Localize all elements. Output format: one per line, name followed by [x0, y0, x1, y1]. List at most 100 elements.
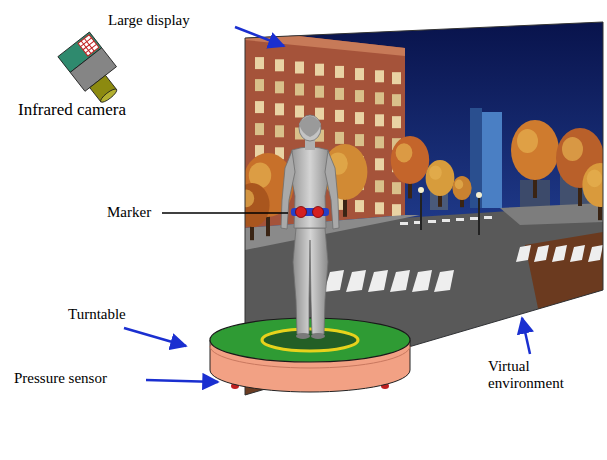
illustration-part — [124, 328, 186, 346]
illustration-part — [391, 136, 429, 184]
illustration-part — [210, 318, 410, 362]
illustration-part — [355, 68, 364, 80]
illustration-part — [534, 245, 549, 262]
ground-patch — [525, 232, 603, 318]
illustration-part — [456, 218, 464, 221]
illustration-part — [313, 207, 324, 218]
illustration-part — [255, 123, 264, 135]
illustration-part — [375, 180, 384, 192]
illustration-part — [255, 79, 264, 91]
illustration-part — [478, 195, 480, 235]
illustration-part — [375, 202, 384, 214]
illustration-part — [476, 192, 482, 198]
illustration-part — [396, 143, 413, 162]
illustration-part — [355, 112, 364, 124]
callout-label: Turntable — [68, 306, 126, 323]
illustration-part — [426, 160, 455, 196]
callout-label: Infrared camera — [18, 100, 126, 120]
illustration-part — [429, 165, 442, 179]
autumn-trees — [234, 120, 607, 240]
illustration-part — [275, 103, 284, 115]
marker-belt — [291, 207, 329, 218]
illustration-part — [281, 151, 295, 229]
illustration-part — [522, 318, 530, 354]
illustration-part — [455, 180, 463, 190]
illustration-part — [484, 216, 492, 219]
illustration-part — [239, 190, 254, 208]
illustration-part — [275, 125, 284, 137]
illustration-part — [392, 204, 401, 216]
building-cornice — [245, 30, 405, 56]
illustration-part — [262, 329, 358, 351]
illustration-part — [311, 333, 325, 339]
illustration-part — [325, 151, 339, 229]
illustration-part — [482, 112, 502, 208]
illustration-part — [293, 228, 328, 334]
illustration-part — [588, 245, 603, 262]
illustration-part — [442, 219, 450, 222]
illustration-part — [346, 270, 366, 292]
illustration-part — [235, 27, 284, 46]
crosswalk-stripes — [324, 216, 603, 292]
illustration-part — [355, 90, 364, 102]
callout-label: Large display — [108, 12, 190, 29]
illustration-part — [275, 81, 284, 93]
illustration-part — [420, 190, 422, 230]
illustration-part — [375, 136, 384, 148]
illustration-part — [392, 182, 401, 194]
illustration-part — [375, 158, 384, 170]
illustration-part — [375, 92, 384, 104]
illustration-part — [296, 207, 307, 218]
illustration-part — [390, 270, 410, 292]
illustration-part — [295, 84, 304, 96]
illustration-part — [556, 128, 604, 188]
illustration-part — [375, 70, 384, 82]
illustration-part — [275, 59, 284, 71]
illustration-part — [335, 66, 344, 78]
illustration-part — [295, 62, 304, 74]
illustration-part — [296, 333, 310, 339]
illustration-part — [587, 170, 602, 188]
callout-arrows — [124, 27, 530, 382]
illustration-part — [315, 86, 324, 98]
illustration-part — [335, 132, 344, 144]
turntable-drawing — [210, 318, 410, 392]
illustration-part — [511, 120, 559, 180]
illustration-part — [428, 220, 436, 223]
illustration-part — [470, 217, 478, 220]
callout-label: Marker — [107, 204, 151, 221]
illustration-part — [234, 183, 269, 227]
illustration-part — [335, 88, 344, 100]
illustration-part — [452, 176, 471, 200]
illustration-part — [412, 270, 432, 292]
illustration-part — [368, 270, 388, 292]
illustration-part — [562, 137, 583, 161]
virtual-scene — [234, 15, 607, 405]
illustration-part — [335, 110, 344, 122]
illustration-part — [299, 116, 321, 137]
user-figure — [281, 115, 339, 339]
illustration-part — [552, 245, 567, 262]
callout-label: Virtual environment — [488, 358, 584, 393]
illustration-part — [289, 147, 331, 228]
illustration-part — [434, 270, 454, 292]
illustration-part — [255, 57, 264, 69]
illustration-part — [299, 115, 321, 141]
distant-buildings — [430, 108, 600, 210]
illustration-part — [255, 101, 264, 113]
illustration-part — [295, 106, 304, 118]
illustration-part — [315, 64, 324, 76]
callout-label: Pressure sensor — [14, 370, 107, 387]
illustration-part — [355, 134, 364, 146]
illustration-part — [240, 15, 607, 405]
illustration-part — [392, 94, 401, 106]
illustration-part — [355, 200, 364, 212]
display-frame — [245, 22, 603, 395]
infrared-camera-icon — [58, 32, 130, 108]
sidewalk-right — [500, 203, 603, 225]
illustration-part — [392, 116, 401, 128]
illustration-part — [400, 222, 408, 225]
illustration-part — [570, 245, 585, 262]
illustration-part — [162, 212, 288, 214]
